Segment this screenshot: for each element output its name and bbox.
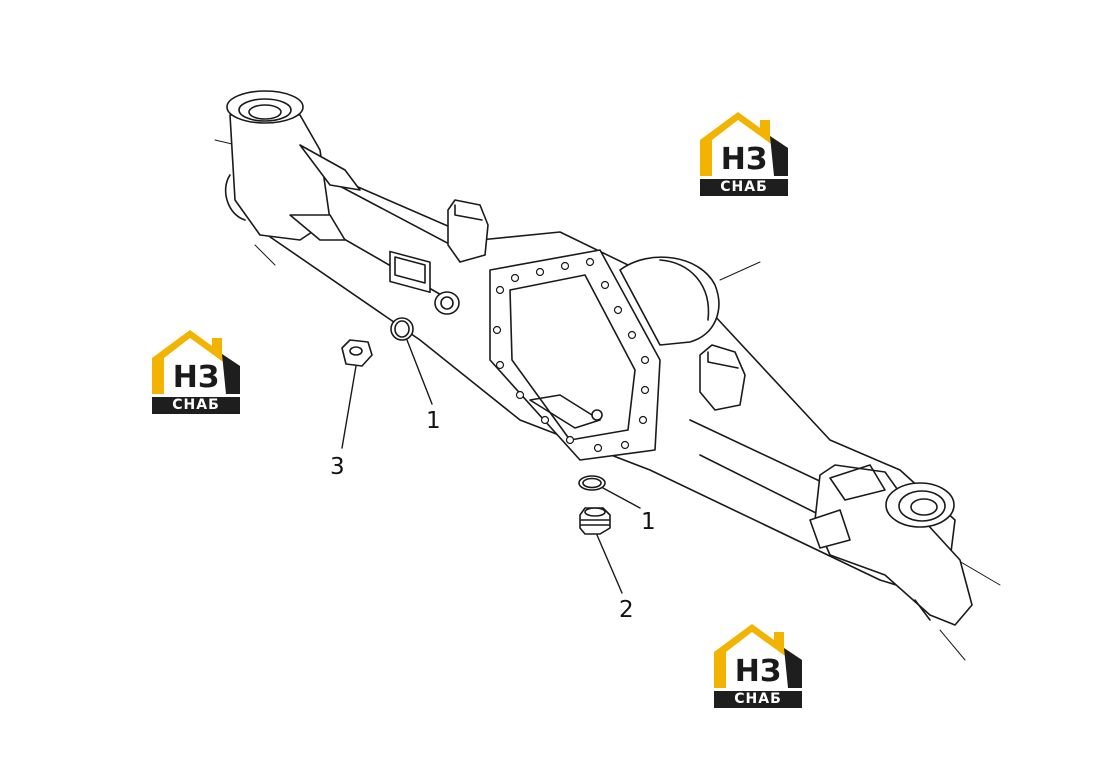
logo-text-bottom: СНАБ xyxy=(152,397,240,414)
logo-roof-icon xyxy=(700,112,788,176)
logo-text-bottom: СНАБ xyxy=(700,179,788,196)
right-knuckle xyxy=(809,464,973,626)
mount-pad-left xyxy=(447,199,489,263)
logo-roof-icon xyxy=(152,330,240,394)
callout-3: 3 xyxy=(330,454,345,480)
differential-flange xyxy=(489,249,661,461)
callout-1-upper: 1 xyxy=(426,408,441,434)
left-knuckle xyxy=(224,90,361,241)
logo-text-top: НЗ xyxy=(172,360,220,395)
callout-1-lower: 1 xyxy=(641,509,656,535)
logo-text-top: НЗ xyxy=(734,654,782,689)
part-3-plug xyxy=(341,339,373,367)
leader-lines xyxy=(341,339,641,594)
logo-text-bottom: СНАБ xyxy=(714,691,802,708)
watermark-logo-bottom: НЗ СНАБ xyxy=(712,622,804,708)
mount-pad-right xyxy=(699,344,746,411)
callout-2: 2 xyxy=(619,597,634,623)
part-2-plug xyxy=(579,507,611,535)
watermark-logo-left: НЗ СНАБ xyxy=(150,328,242,414)
watermark-logo-top-right: НЗ СНАБ xyxy=(698,110,790,196)
differential-bowl xyxy=(619,256,720,346)
logo-text-top: НЗ xyxy=(720,142,768,177)
logo-roof-icon xyxy=(714,624,802,688)
